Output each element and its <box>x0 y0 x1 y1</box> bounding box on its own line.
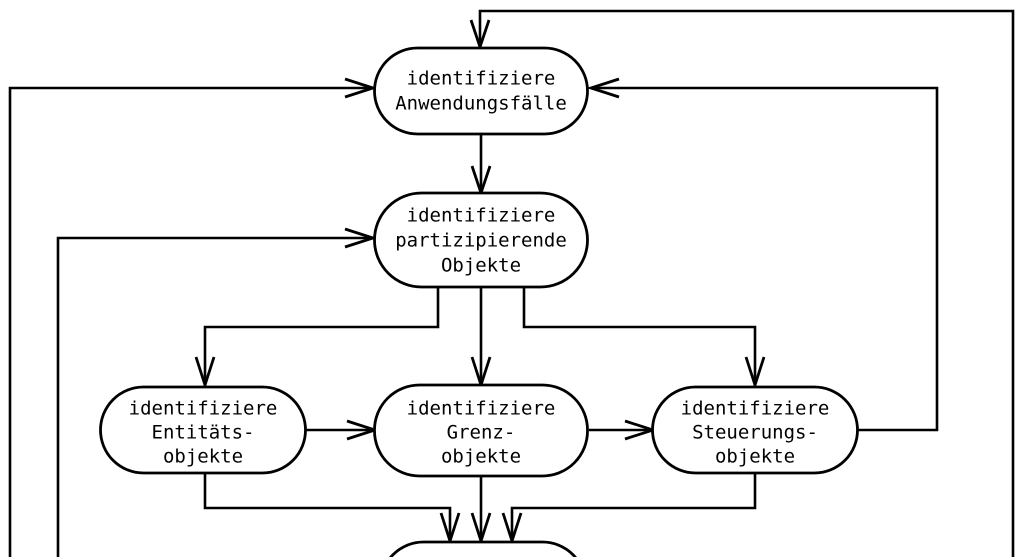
node-label-partizipierende-line2: partizipierende <box>395 230 567 252</box>
node-shape-grenzobjekte <box>373 383 589 478</box>
node-label-steuerungs-line2: Steuerungs- <box>692 422 818 444</box>
node-identifiziere-anwendungsfaelle[interactable]: identifiziere Anwendungsfälle <box>373 46 589 136</box>
edge-partizipierende-to-grenz <box>470 287 492 390</box>
node-shape-anwendungsfaelle <box>373 46 589 136</box>
node-label-partizipierende-line3: Objekte <box>441 255 521 277</box>
node-label-grenz-line2: Grenz- <box>447 422 516 444</box>
node-label-anwendungsfaelle-line1: identifiziere <box>407 68 556 90</box>
edge-feedback-steuerungs-to-anwendungsfaelle <box>586 77 939 432</box>
edge-entitaets-to-bottom <box>203 474 461 546</box>
node-identifiziere-grenzobjekte[interactable]: identifiziere Grenz- objekte <box>373 383 589 478</box>
edge-partizipierende-to-steuerungs <box>522 287 766 390</box>
node-label-grenz-line1: identifiziere <box>407 398 556 420</box>
node-label-entitaets-line1: identifiziere <box>129 398 278 420</box>
node-label-steuerungs-line1: identifiziere <box>681 398 830 420</box>
node-label-entitaets-line2: Entitäts- <box>152 422 255 444</box>
node-identifiziere-steuerungsobjekte[interactable]: identifiziere Steuerungs- objekte <box>651 385 859 475</box>
edge-anwendungsfaelle-to-partizipierende <box>470 134 492 198</box>
node-label-entitaets-line3: objekte <box>163 446 243 468</box>
node-identifiziere-entitaetsobjekte[interactable]: identifiziere Entitäts- objekte <box>99 385 307 475</box>
edge-feedback-offscreen-left-to-partizipierende <box>56 227 378 557</box>
node-shape-partizipierende-objekte <box>373 191 589 289</box>
node-label-partizipierende-line1: identifiziere <box>407 205 556 227</box>
node-shape-entitaetsobjekte <box>99 385 307 475</box>
node-label-steuerungs-line3: objekte <box>715 446 795 468</box>
edge-layer <box>8 9 1015 557</box>
edge-feedback-offscreen-left-to-anwendungsfaelle <box>8 77 378 557</box>
edge-grenz-to-steuerungs <box>589 419 658 441</box>
node-bottom-partial[interactable] <box>381 540 586 557</box>
edge-steuerungs-to-bottom <box>501 474 757 546</box>
edge-partizipierende-to-entitaets <box>194 287 440 390</box>
node-layer: identifiziere Anwendungsfälle identifizi… <box>99 46 859 557</box>
node-identifiziere-partizipierende-objekte[interactable]: identifiziere partizipierende Objekte <box>373 191 589 289</box>
node-label-grenz-line3: objekte <box>441 446 521 468</box>
node-shape-bottom-partial <box>389 540 577 557</box>
edge-entitaets-to-grenz <box>306 419 380 441</box>
node-label-anwendungsfaelle-line2: Anwendungsfälle <box>395 93 567 115</box>
node-shape-steuerungsobjekte <box>651 385 859 475</box>
edge-grenz-to-bottom <box>470 476 492 546</box>
